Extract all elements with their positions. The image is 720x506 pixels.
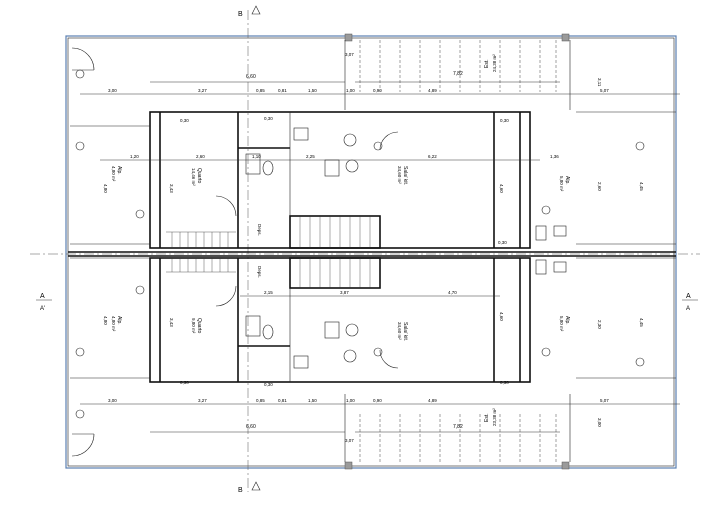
- dim-label: 6,60: [246, 424, 256, 430]
- dim-label: 4,60: [499, 312, 504, 321]
- dim-label: 7,82: [453, 71, 463, 77]
- section-mark-a-right: A A: [682, 293, 698, 312]
- room-area: 24,38 m²: [492, 54, 497, 72]
- dim-label: 5,07: [600, 398, 609, 403]
- room-area: 14,46 m²: [191, 168, 196, 186]
- dim-label: 4,80: [103, 316, 108, 325]
- dim-label: 0,30: [500, 380, 509, 385]
- dim-label: 0,30: [500, 118, 509, 123]
- dim-label: 6,60: [246, 74, 256, 80]
- dim-label: 3,11: [597, 78, 602, 87]
- dim-label: 4,45: [639, 182, 644, 191]
- dim-label: 0,30: [264, 116, 273, 121]
- section-mark-a-left: A A': [36, 293, 52, 312]
- dim-label: 2,25: [306, 154, 315, 159]
- dim-label: 3,43: [169, 184, 174, 193]
- room-area: 4,80 m²: [111, 166, 116, 182]
- dim-label: 0,30: [180, 118, 189, 123]
- dim-label: 4,45: [639, 318, 644, 327]
- section-sublabel: A': [40, 306, 45, 312]
- dim-label: 0,30: [264, 382, 273, 387]
- room-quarto-bottom: Quarto: [196, 318, 202, 334]
- room-est-top: Est.: [484, 59, 490, 68]
- section-label: A: [40, 293, 45, 300]
- section-label: A: [686, 293, 691, 300]
- section-mark-b-bottom: B: [238, 481, 261, 494]
- dim-label: 7,82: [453, 424, 463, 430]
- room-sala-top: Sala/ kit.: [402, 166, 408, 185]
- dim-label: 3,87: [340, 290, 349, 295]
- room-area: 34,60 m²: [397, 166, 402, 184]
- section-label: B: [238, 11, 243, 18]
- dim-label: 0,90: [373, 88, 382, 93]
- dim-label: 0,81: [278, 398, 287, 403]
- dim-label: 3,07: [345, 438, 354, 443]
- dim-label: 1,50: [308, 88, 317, 93]
- room-deps-top: Deps.: [257, 224, 262, 236]
- unit-top: 6,60 7,82 3,07 3,00 3,27 0,85 0,81 1,50 …: [70, 33, 680, 249]
- dim-label: 4,80: [103, 184, 108, 193]
- dim-label: 0,85: [256, 88, 265, 93]
- dim-label: 1,36: [550, 154, 559, 159]
- dim-label: 1,10: [252, 154, 261, 159]
- dim-label: 3,43: [169, 318, 174, 327]
- dim-label: 1,00: [346, 398, 355, 403]
- dim-label: 1,20: [130, 154, 139, 159]
- dim-label: 0,90: [373, 398, 382, 403]
- room-area: 4,80 m²: [111, 316, 116, 332]
- room-sala-bottom: Sala/ kit.: [402, 322, 408, 341]
- room-area: 5,80 m²: [559, 176, 564, 192]
- room-deps-bottom: Deps.: [257, 266, 262, 278]
- unit-bottom: 3,00 3,27 0,85 0,81 1,50 1,00 0,90 4,89 …: [70, 257, 680, 470]
- dim-label: 0,30: [498, 240, 507, 245]
- room-alp-left-top: Alp.: [116, 166, 122, 175]
- dim-label: 2,60: [597, 182, 602, 191]
- room-est-bottom: Est.: [484, 413, 490, 422]
- dim-label: 4,60: [499, 184, 504, 193]
- room-alp-right-bottom: Alp.: [564, 316, 570, 325]
- dim-label: 3,00: [108, 88, 117, 93]
- room-alp-left-bottom: Alp.: [116, 316, 122, 325]
- room-quarto-top: Quarto: [196, 168, 202, 184]
- dim-label: 4,70: [448, 290, 457, 295]
- dim-label: 3,27: [198, 398, 207, 403]
- room-area: 9,80 m²: [191, 318, 196, 334]
- room-area: 23,38 m²: [492, 408, 497, 426]
- room-area: 34,60 m²: [397, 322, 402, 340]
- section-mark-b-top: B: [238, 5, 261, 18]
- dim-label: 0,30: [180, 380, 189, 385]
- dim-label: 2,15: [264, 290, 273, 295]
- room-alp-right-top: Alp.: [564, 176, 570, 185]
- dim-label: 2,60: [196, 154, 205, 159]
- dim-label: 2,30: [597, 320, 602, 329]
- dim-label: 0,81: [278, 88, 287, 93]
- dim-label: 5,07: [600, 88, 609, 93]
- dim-label: 3,00: [108, 398, 117, 403]
- dim-label: 1,00: [346, 88, 355, 93]
- dim-label: 6,22: [428, 154, 437, 159]
- dim-label: 4,89: [428, 88, 437, 93]
- dim-label: 3,00: [597, 418, 602, 427]
- dim-label: 3,27: [198, 88, 207, 93]
- dim-label: 4,89: [428, 398, 437, 403]
- dim-label: 3,07: [345, 52, 354, 57]
- dim-label: 0,85: [256, 398, 265, 403]
- room-area: 5,80 m²: [559, 316, 564, 332]
- section-label: B: [238, 487, 243, 494]
- section-sublabel: A: [686, 306, 690, 312]
- dim-label: 1,50: [308, 398, 317, 403]
